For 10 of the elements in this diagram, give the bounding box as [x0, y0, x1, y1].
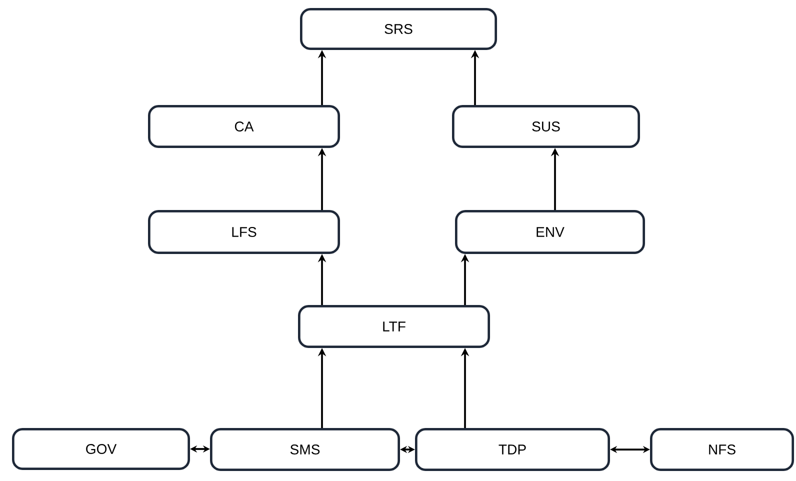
process-box: TDP: [415, 428, 610, 471]
process-box: SRS: [300, 8, 498, 50]
process-box: CA: [148, 105, 340, 148]
process-box: LFS: [148, 210, 340, 254]
process-box: ENV: [455, 210, 646, 254]
process-box: GOV: [12, 428, 190, 470]
process-box: NFS: [650, 428, 794, 471]
process-box: SMS: [210, 428, 400, 471]
process-box: LTF: [298, 305, 490, 348]
process-box: SUS: [452, 105, 640, 148]
